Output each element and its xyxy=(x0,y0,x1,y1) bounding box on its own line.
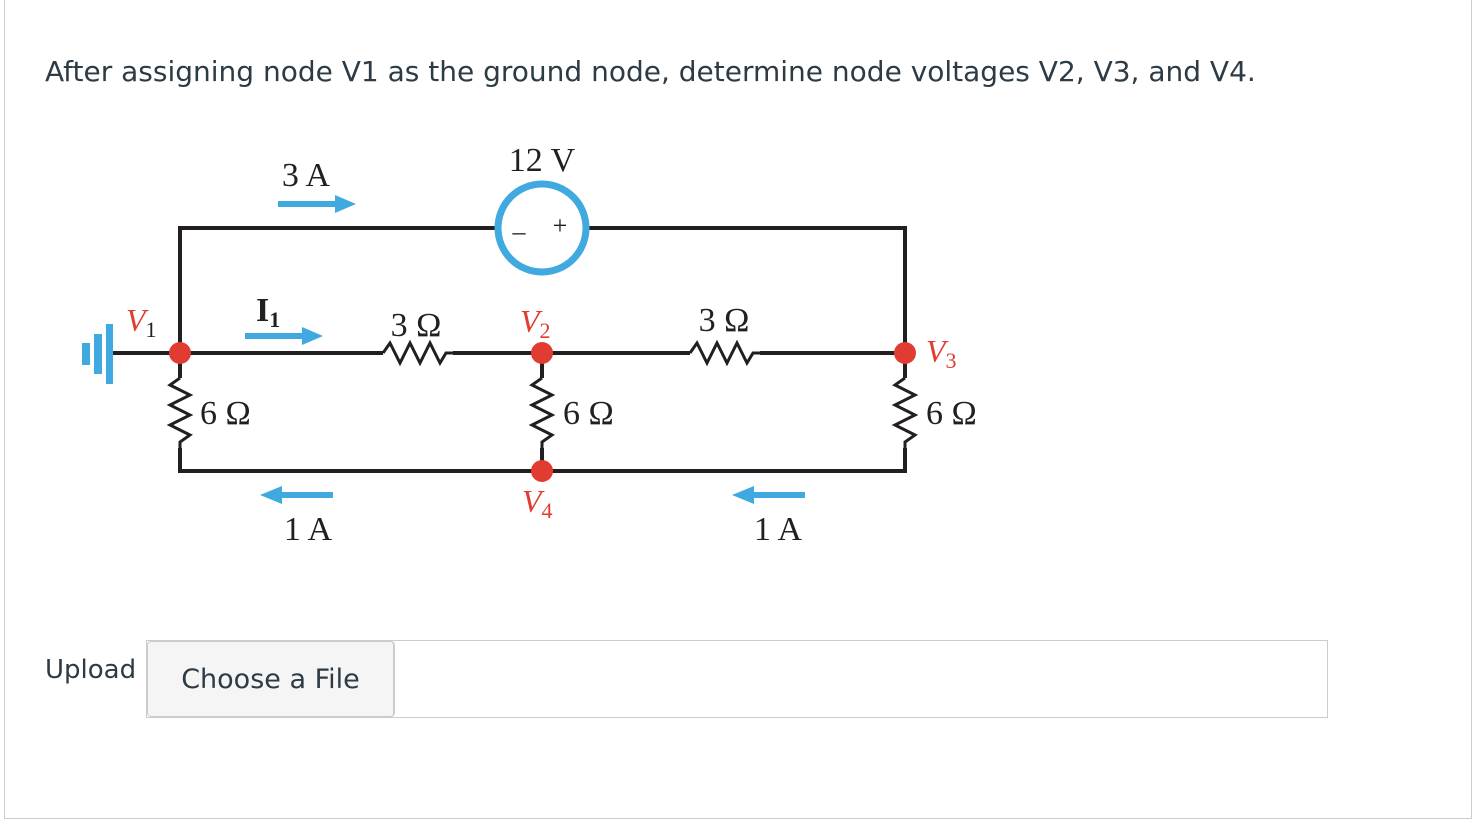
r-right-horizontal-label: 3 Ω xyxy=(699,302,750,339)
circuit-wires xyxy=(110,226,907,473)
arrow-i1-right-icon xyxy=(245,327,323,345)
resistor-middle-vertical xyxy=(528,376,556,448)
current-arrows xyxy=(245,195,805,504)
node-v4 xyxy=(531,460,553,482)
voltage-source-ring xyxy=(494,180,590,276)
arrow-1a-right-bottom-icon xyxy=(732,486,805,504)
source-plus-sign: + xyxy=(553,211,568,240)
source-voltage-label: 12 V xyxy=(509,142,576,179)
resistor-left-vertical xyxy=(166,376,194,448)
upload-label: Upload xyxy=(45,655,137,685)
v1-label: V1 xyxy=(126,302,157,342)
choose-file-button[interactable]: Choose a File xyxy=(147,641,395,717)
resistor-right-vertical xyxy=(891,376,919,448)
ground-icon xyxy=(82,324,113,384)
resistor-right-horizontal xyxy=(688,339,760,367)
circuit-diagram: – + 12 V 3 A I1 V1 V2 V3 V4 3 Ω 3 xyxy=(82,142,977,548)
r-left-horizontal-label: 3 Ω xyxy=(391,307,442,344)
top-wire-left xyxy=(178,226,497,353)
bottom-right-current-label: 1 A xyxy=(754,511,803,548)
question-text: After assigning node V1 as the ground no… xyxy=(45,55,1256,88)
node-v1 xyxy=(169,342,191,364)
arrow-3a-right-icon xyxy=(278,195,356,213)
r-left-vertical-label: 6 Ω xyxy=(200,395,251,432)
source-minus-sign: – xyxy=(512,217,527,246)
node-v2 xyxy=(531,342,553,364)
node-v3 xyxy=(894,342,916,364)
top-wire-right xyxy=(587,226,907,353)
v3-label: V3 xyxy=(926,333,957,373)
arrow-1a-left-bottom-icon xyxy=(260,486,333,504)
r-right-vertical-label: 6 Ω xyxy=(926,395,977,432)
resistor-left-horizontal xyxy=(381,339,453,367)
v4-label: V4 xyxy=(522,483,553,523)
v2-label: V2 xyxy=(520,303,551,343)
top-current-label: 3 A xyxy=(282,157,331,194)
r-middle-vertical-label: 6 Ω xyxy=(563,395,614,432)
bottom-left-current-label: 1 A xyxy=(284,511,333,548)
i1-label: I1 xyxy=(256,292,280,332)
